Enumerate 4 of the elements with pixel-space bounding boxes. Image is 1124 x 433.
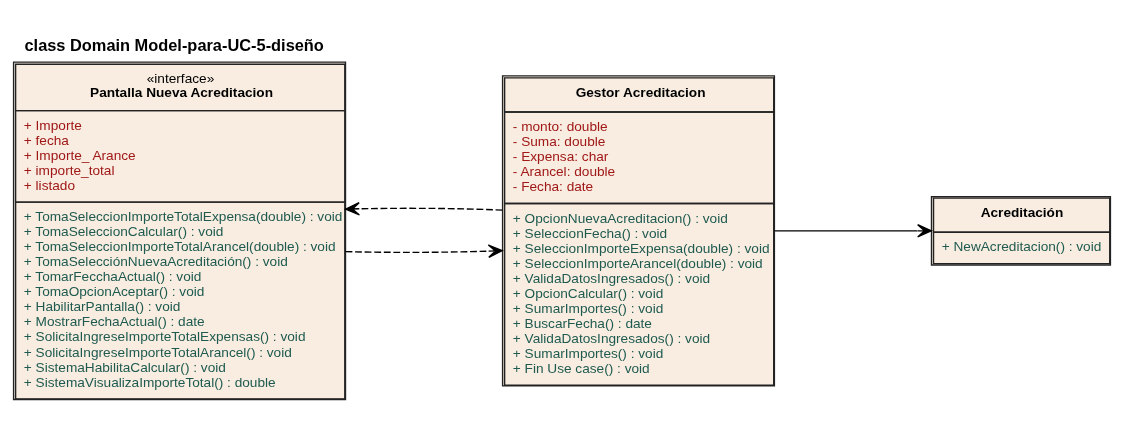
arrow — [344, 244, 503, 258]
arrow — [344, 201, 503, 216]
diagram-title: class Domain Model-para-UC-5-diseño — [24, 35, 324, 54]
arrow — [774, 224, 933, 238]
